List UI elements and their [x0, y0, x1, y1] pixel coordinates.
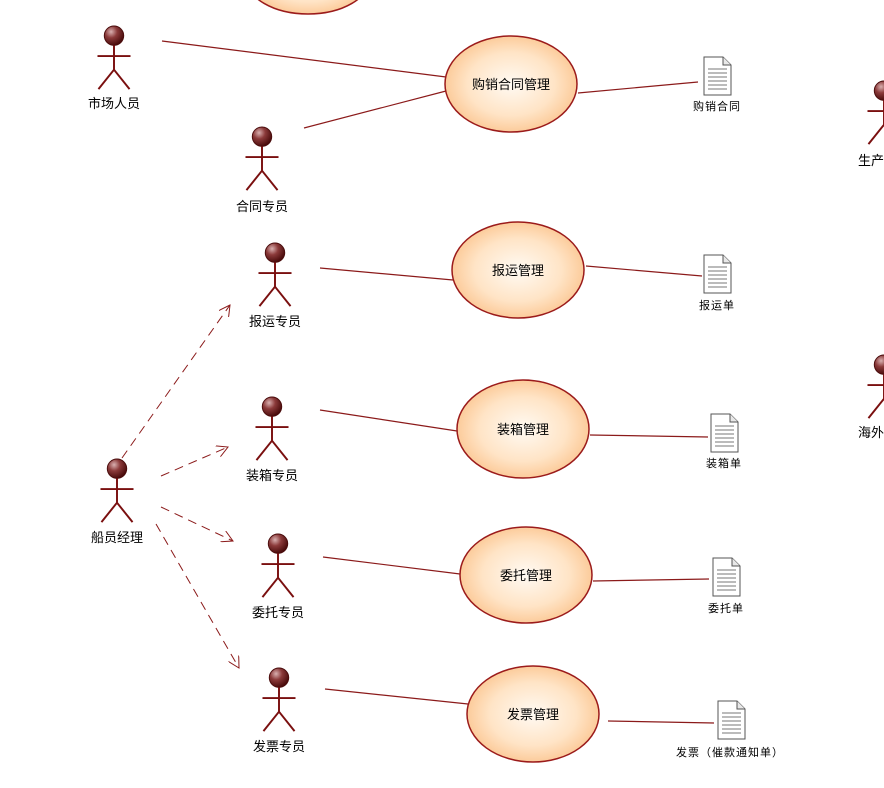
document-icon [710, 413, 739, 453]
dep-manager-shipping [121, 305, 230, 459]
document-packing[interactable]: 装箱单 [706, 413, 742, 470]
usecase-packing-label: 装箱管理 [497, 422, 549, 438]
actor-icon [257, 242, 293, 308]
usecase-purchase-contract[interactable]: 购销合同管理 [444, 35, 578, 133]
actor-invoice-label: 发票专员 [253, 739, 305, 755]
assoc-shipping-uc [319, 267, 454, 281]
actor-production[interactable]: 生产 [858, 80, 884, 169]
document-entrust-label: 委托单 [708, 601, 744, 615]
document-shipping-label: 报运单 [699, 298, 735, 312]
actor-contract[interactable]: 合同专员 [236, 126, 288, 215]
document-invoice-label: 发票（催款通知单） [676, 745, 784, 759]
actor-overseas-label: 海外 [858, 426, 884, 441]
assoc-packing-uc [319, 409, 458, 432]
actor-production-label: 生产 [858, 154, 884, 169]
document-icon [712, 557, 741, 597]
assoc-shipping-doc [585, 265, 703, 277]
usecase-shipping[interactable]: 报运管理 [451, 221, 585, 319]
actor-icon [261, 667, 297, 733]
dep-manager-invoice [155, 523, 239, 668]
document-packing-label: 装箱单 [706, 456, 742, 470]
actor-icon [260, 533, 296, 599]
document-icon [703, 254, 732, 294]
assoc-purchase-doc [577, 81, 699, 94]
actor-icon [254, 396, 290, 462]
actor-overseas[interactable]: 海外 [858, 354, 884, 441]
usecase-purchase-label: 购销合同管理 [472, 77, 550, 93]
actor-packing-label: 装箱专员 [246, 468, 298, 484]
actor-manager-label: 船员经理 [91, 531, 143, 546]
actor-shipping[interactable]: 报运专员 [249, 242, 301, 330]
dependencies [121, 305, 239, 668]
assoc-invoice-doc [607, 720, 715, 724]
actor-icon [96, 25, 132, 91]
actor-contract-label: 合同专员 [236, 200, 288, 215]
actor-market-label: 市场人员 [88, 96, 140, 112]
associations [161, 40, 715, 724]
assoc-contract-purchase [303, 90, 447, 129]
actor-icon [99, 458, 135, 524]
actor-market[interactable]: 市场人员 [88, 25, 140, 112]
actor-invoice[interactable]: 发票专员 [253, 667, 305, 755]
assoc-entrust-uc [322, 556, 461, 575]
actor-icon [244, 126, 280, 192]
actor-packing[interactable]: 装箱专员 [246, 396, 298, 484]
usecase-shipping-label: 报运管理 [492, 264, 544, 279]
usecase-packing[interactable]: 装箱管理 [456, 379, 590, 479]
assoc-market-purchase [161, 40, 447, 78]
usecase-invoice[interactable]: 发票管理 [466, 665, 600, 763]
document-purchase-contract[interactable]: 购销合同 [693, 56, 741, 113]
usecase-invoice-label: 发票管理 [507, 707, 559, 723]
actor-icon [866, 80, 884, 146]
actor-manager[interactable]: 船员经理 [91, 458, 143, 546]
assoc-entrust-doc [592, 578, 710, 582]
usecase-top-partial[interactable] [246, 0, 370, 15]
document-icon [717, 700, 746, 740]
usecase-entrust-label: 委托管理 [500, 569, 552, 584]
dep-manager-entrust [160, 506, 233, 541]
document-invoice[interactable]: 发票（催款通知单） [676, 700, 784, 759]
actor-icon [866, 354, 884, 420]
document-shipping[interactable]: 报运单 [699, 254, 735, 312]
actor-shipping-label: 报运专员 [249, 315, 301, 330]
document-purchase-label: 购销合同 [693, 99, 741, 113]
actor-entrust[interactable]: 委托专员 [252, 533, 304, 621]
dep-manager-packing [160, 447, 228, 477]
assoc-invoice-uc [324, 688, 469, 705]
usecase-entrust[interactable]: 委托管理 [459, 526, 593, 624]
actor-entrust-label: 委托专员 [252, 606, 304, 621]
document-icon [703, 56, 732, 96]
assoc-packing-doc [589, 434, 709, 438]
document-entrust[interactable]: 委托单 [708, 557, 744, 615]
